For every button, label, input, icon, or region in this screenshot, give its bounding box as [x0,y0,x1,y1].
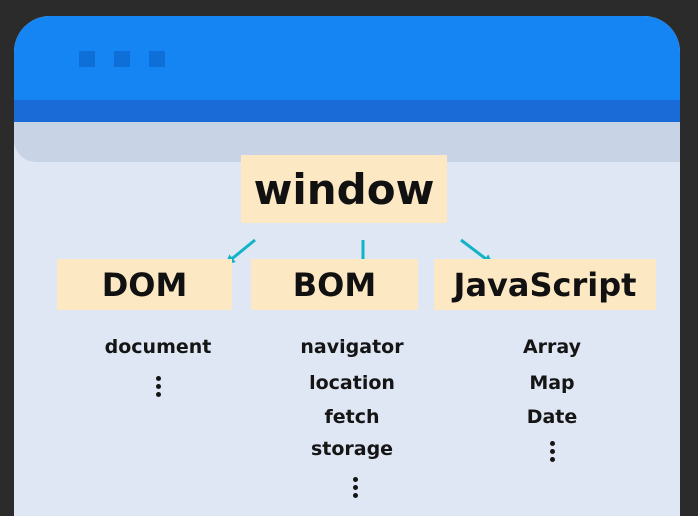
window-node-label: window [253,164,435,214]
dom-node: DOM [57,259,232,310]
bom-item-storage: storage [310,438,394,460]
dom-more-ellipsis [155,376,161,400]
bom-more-ellipsis [352,477,358,501]
js-item-map: Map [529,372,575,394]
arrow-to-dom [224,238,256,265]
window-node: window [241,155,447,223]
title-bar-stripe [14,100,680,122]
js-item-array: Array [522,336,582,358]
window-control-dot [79,51,95,67]
bom-node: BOM [251,259,418,310]
bom-item-navigator: navigator [300,336,404,358]
javascript-node-label: JavaScript [453,265,637,304]
js-more-ellipsis [549,441,555,465]
arrow-to-javascript [460,238,494,265]
dom-item-document: document [104,336,212,358]
title-bar [14,16,680,100]
js-item-date: Date [526,406,578,428]
dom-node-label: DOM [101,265,188,304]
bom-item-fetch: fetch [324,406,380,428]
window-control-dot [114,51,130,67]
bom-item-location: location [309,372,395,394]
window-control-dot [149,51,165,67]
javascript-node: JavaScript [434,259,656,310]
bom-node-label: BOM [292,265,377,304]
